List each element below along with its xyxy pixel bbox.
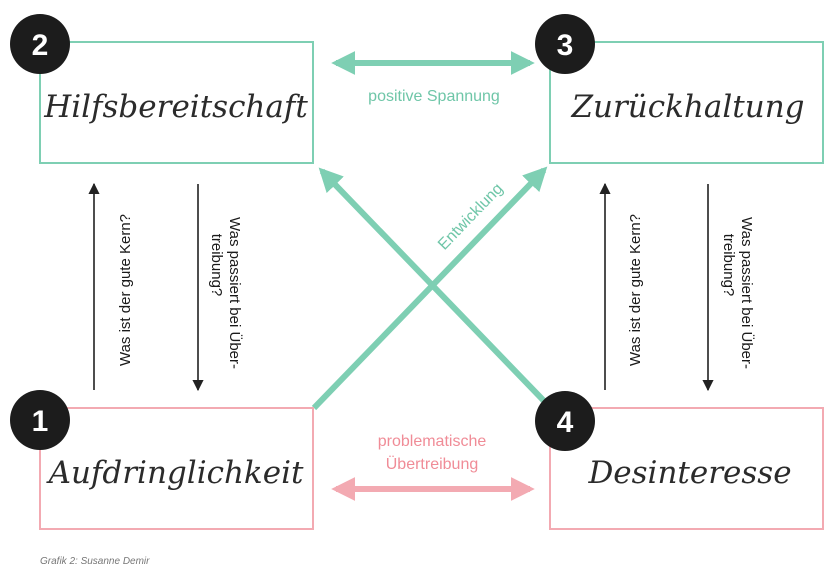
badge-4-number: 4 — [557, 406, 574, 439]
left-up-label: Was ist der gute Kern? — [117, 214, 134, 366]
badge-3: 3 — [535, 14, 595, 74]
box-1-aufdringlichkeit — [39, 407, 314, 530]
badge-1-number: 1 — [32, 405, 49, 438]
box-4-label: Desinteresse — [587, 455, 791, 491]
left-down-label-line2: treibung? — [208, 234, 225, 297]
left-down-label-line1: Was passiert bei Über- — [226, 217, 244, 369]
positive-spannung-label: positive Spannung — [368, 88, 500, 105]
right-down-label-line1: Was passiert bei Über- — [738, 217, 756, 369]
right-up-label: Was ist der gute Kern? — [627, 214, 644, 366]
badge-2-number: 2 — [32, 29, 49, 62]
box-4-desinteresse — [549, 407, 824, 530]
box-2-hilfsbereitschaft — [39, 41, 314, 164]
uebertreibung-label-line1: problematische — [378, 433, 487, 450]
uebertreibung-label-line2: Übertreibung — [386, 455, 479, 473]
diagonal-arrow-1-to-3 — [311, 166, 548, 411]
badge-1: 1 — [10, 390, 70, 450]
badge-4: 4 — [535, 391, 595, 451]
box-3-zurueckhaltung — [549, 41, 824, 164]
badge-2: 2 — [10, 14, 70, 74]
right-down-label-line2: treibung? — [720, 234, 737, 297]
badge-3-number: 3 — [557, 29, 574, 62]
box-2-label: Hilfsbereitschaft — [43, 89, 308, 125]
figure-caption: Grafik 2: Susanne Demir — [40, 556, 150, 567]
diagonal-arrow-4-to-2 — [318, 167, 548, 405]
box-1-label: Aufdringlichkeit — [46, 455, 304, 491]
box-3-label: Zurückhaltung — [570, 89, 804, 125]
